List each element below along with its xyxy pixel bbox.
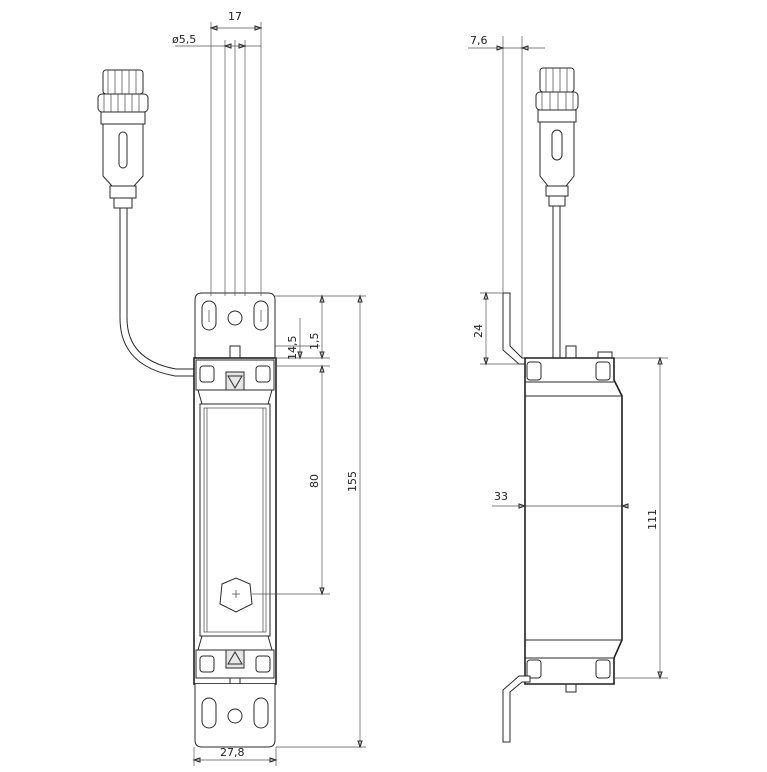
label-housing-length: 111 — [646, 509, 659, 530]
label-slot-height-1: 14,5 — [286, 336, 299, 361]
mounting-bracket-icon — [194, 684, 276, 748]
label-top-width: 17 — [228, 10, 242, 23]
label-cable-diameter: ø5,5 — [172, 33, 196, 46]
mounting-bracket-icon — [194, 292, 276, 358]
dimension-housing-width — [192, 747, 278, 766]
label-housing-depth: 33 — [494, 490, 508, 503]
actuator-target-icon — [219, 577, 253, 613]
cable-icon — [552, 206, 561, 380]
sensor-housing-icon — [193, 345, 277, 689]
dimension-top — [175, 22, 263, 296]
dimension-total-length — [276, 294, 366, 749]
label-bracket-height: 24 — [472, 324, 485, 338]
dimension-slots — [275, 294, 330, 360]
dimension-bracket-height — [480, 291, 519, 366]
m12-connector-icon — [97, 69, 149, 209]
side-view: 7,6 24 33 111 — [468, 34, 668, 743]
label-housing-width: 27,8 — [220, 746, 245, 759]
mounting-bracket-icon — [502, 292, 531, 365]
label-slot-height-2: 1,5 — [308, 333, 321, 351]
dimension-sensor-length — [252, 364, 330, 596]
label-sensor-length: 80 — [308, 474, 321, 488]
mounting-bracket-icon — [502, 675, 531, 743]
m12-connector-icon — [535, 67, 579, 207]
front-view: ø5,5 17 14,5 1,5 80 155 27,8 — [97, 10, 366, 766]
sensor-housing-icon — [524, 345, 628, 693]
label-bracket-offset: 7,6 — [470, 34, 488, 47]
label-total-length: 155 — [346, 471, 359, 492]
cable-icon — [119, 208, 197, 377]
dimension-housing-depth — [492, 503, 629, 509]
dimension-bracket-offset — [468, 36, 545, 358]
dimension-housing-length — [614, 356, 668, 680]
